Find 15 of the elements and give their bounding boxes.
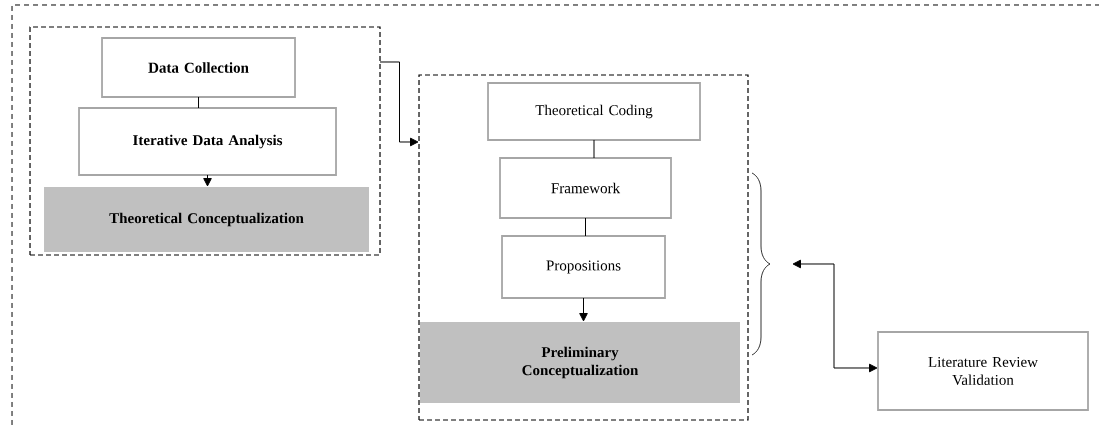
shaded-box: Theoretical Conceptualization bbox=[44, 187, 369, 252]
curly-brace bbox=[751, 172, 771, 356]
dashed-group-box bbox=[418, 74, 749, 421]
arrow bbox=[792, 259, 878, 373]
process-box: Literature Review Validation bbox=[877, 331, 1089, 411]
dashed-group-box bbox=[29, 26, 381, 256]
process-box: Data Collection bbox=[101, 37, 296, 98]
process-box: Iterative Data Analysis bbox=[78, 107, 337, 176]
process-box: Theoretical Coding bbox=[487, 82, 701, 141]
process-box: Propositions bbox=[501, 235, 666, 299]
process-box: Framework bbox=[499, 157, 672, 219]
arrow bbox=[579, 297, 588, 322]
arrow bbox=[379, 61, 419, 147]
shaded-box: Preliminary Conceptualization bbox=[420, 322, 740, 403]
arrow bbox=[203, 174, 212, 187]
